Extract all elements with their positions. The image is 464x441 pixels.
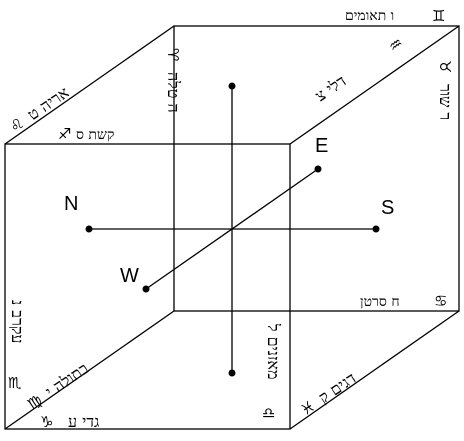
taurus-group: ♉ ר שור xyxy=(436,60,455,120)
direction-west: W xyxy=(120,265,139,287)
virgo-group: ♍ בתולה י xyxy=(24,359,92,414)
sagittarius-label: קשת ס xyxy=(76,127,114,143)
scorpio-icon: ♏ xyxy=(8,374,22,392)
libra-label: מאזנים ל xyxy=(264,323,283,380)
point-below xyxy=(228,369,236,377)
leo-label: אריה ט xyxy=(24,83,73,124)
axis-east-west xyxy=(145,168,319,290)
pisces-icon: ♓ xyxy=(297,397,318,419)
aries-icon: ♈ xyxy=(164,48,182,61)
cancer-icon: ♋ xyxy=(434,292,447,310)
aquarius-group: דלי צ ♒ xyxy=(312,34,407,106)
virgo-label: בתולה י xyxy=(42,359,92,401)
scorpio-group: עקרב נ xyxy=(8,300,27,343)
point-north xyxy=(85,225,93,233)
taurus-icon: ♉ xyxy=(436,60,454,73)
point-south xyxy=(372,225,380,233)
front-face xyxy=(4,143,291,430)
taurus-label: ר שור xyxy=(436,84,455,120)
libra-group: מאזנים ל xyxy=(264,323,283,380)
direction-south: S xyxy=(381,197,394,219)
cancer-label: ח סרטן xyxy=(360,294,400,310)
aries-group: ♈ ה טלה xyxy=(164,48,183,113)
aries-label: ה טלה xyxy=(164,72,183,113)
direction-north: N xyxy=(64,193,78,215)
edge-bottom-right xyxy=(289,310,460,430)
libra-icon: ♎ xyxy=(262,404,275,422)
sagittarius-icon: ♐ xyxy=(58,125,71,143)
capricorn-label: גדי ע xyxy=(68,412,99,431)
edge-top-right xyxy=(289,25,460,145)
leo-icon: ♌ xyxy=(6,114,27,136)
aquarius-icon: ♒ xyxy=(385,34,406,56)
cube-edges xyxy=(4,25,460,430)
point-above xyxy=(228,82,236,90)
virgo-icon: ♍ xyxy=(24,391,45,413)
gemini-label: ו תאומים xyxy=(345,8,394,24)
axes xyxy=(85,82,380,377)
edge-top-left xyxy=(4,25,175,145)
edge-bottom-left xyxy=(4,310,175,430)
back-face xyxy=(173,25,460,312)
direction-east: E xyxy=(315,135,328,157)
pisces-label: דגים ק xyxy=(315,368,359,407)
point-west xyxy=(142,285,150,293)
point-east xyxy=(314,165,322,173)
capricorn-icon: ♑ xyxy=(40,413,53,431)
gemini-icon: ♊ xyxy=(432,7,445,25)
aquarius-label: דלי צ xyxy=(312,71,350,105)
pisces-group: ♓ דגים ק xyxy=(297,368,359,419)
scorpio-label: עקרב נ xyxy=(8,300,27,343)
